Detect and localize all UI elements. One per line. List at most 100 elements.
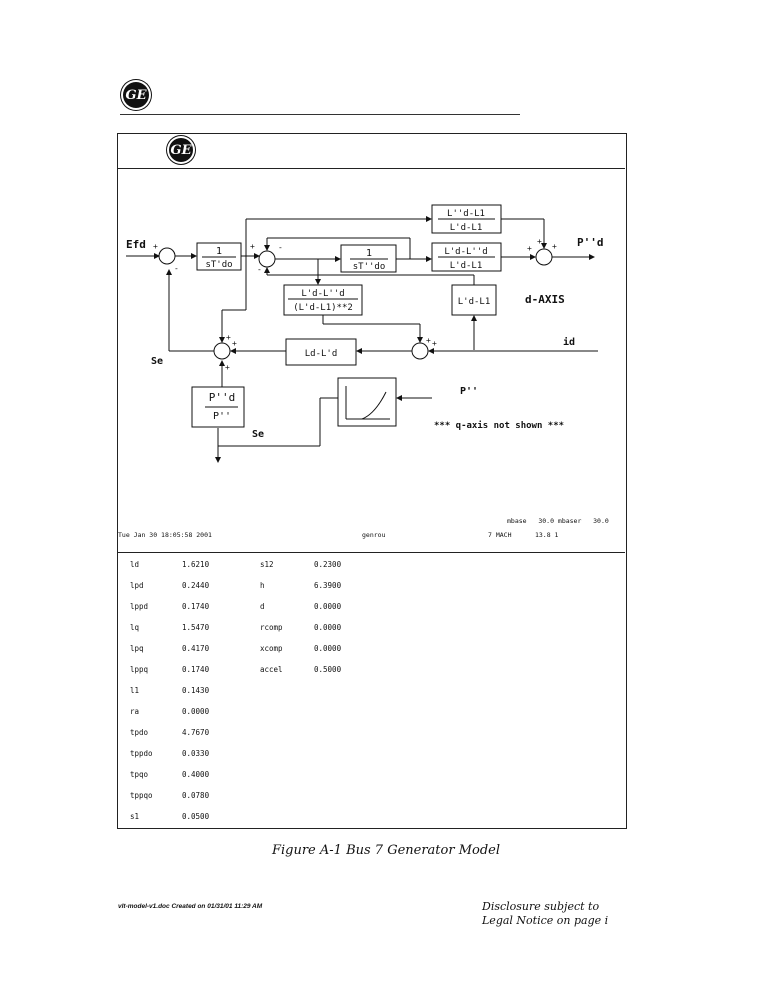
- model-name: genrou: [362, 531, 386, 539]
- legal-notice: Disclosure subject to Legal Notice on pa…: [482, 900, 608, 928]
- label-out: P''d: [577, 236, 604, 249]
- block-ld-lpd: [285, 338, 357, 366]
- block-gain-low-num: L'd-L''d: [301, 289, 344, 299]
- mbase-block: mbase 30.0 mbaser 30.0: [507, 517, 609, 525]
- param-value: 1.6210: [182, 560, 210, 569]
- svg-text:+: +: [226, 333, 231, 342]
- param-name: lppq: [130, 665, 149, 674]
- param-value: 0.2440: [182, 581, 210, 590]
- mbaser-value: 30.0: [593, 517, 609, 525]
- param-value: 0.4170: [182, 644, 210, 653]
- svg-text:-: -: [257, 265, 262, 274]
- param-name: s1: [130, 812, 140, 821]
- param-value: 0.1430: [182, 686, 210, 695]
- block-tdo-num: 1: [216, 246, 222, 257]
- label-se-left: Se: [151, 356, 163, 367]
- svg-text:+: +: [225, 363, 230, 372]
- param-name: lq: [130, 623, 140, 632]
- param-value: 0.0000: [314, 644, 342, 653]
- param-value: 0.0000: [314, 623, 342, 632]
- block-gain-top-num: L''d-L1: [447, 209, 485, 219]
- svg-text:+: +: [432, 339, 437, 348]
- param-name: h: [260, 581, 265, 590]
- param-value: 0.0500: [182, 812, 210, 821]
- legal-notice-line2: Legal Notice on page i: [482, 914, 609, 927]
- logo-text-small: GE: [170, 142, 192, 158]
- block-ratio-num: P''d: [209, 391, 236, 404]
- block-tppdo-num: 1: [366, 248, 372, 259]
- param-value: 0.0330: [182, 749, 210, 758]
- logo-text: GE: [125, 87, 147, 103]
- bus-label: 7 MACH: [488, 531, 512, 539]
- label-se-bottom: Se: [252, 429, 264, 440]
- param-value: 0.0780: [182, 791, 210, 800]
- block-gain-mid-den: L'd-L1: [450, 261, 483, 271]
- doc-file-info: vlt-model-v1.doc Created on 01/31/01 11:…: [118, 903, 263, 910]
- svg-text:+: +: [232, 339, 237, 348]
- param-value: 0.4000: [182, 770, 210, 779]
- svg-text:+: +: [153, 242, 158, 251]
- figure-caption: Figure A-1 Bus 7 Generator Model: [271, 843, 501, 858]
- block-gain-top-den: L'd-L1: [450, 223, 483, 233]
- sum-junction-4: [411, 342, 429, 360]
- svg-text:-: -: [278, 243, 283, 252]
- block-tdo-den: sT'do: [205, 260, 232, 270]
- param-name: ld: [130, 560, 140, 569]
- param-value: 4.7670: [182, 728, 210, 737]
- block-ld-lpd-label: Ld-L'd: [305, 349, 338, 359]
- timestamp: Tue Jan 30 18:05:58 2001: [118, 531, 212, 539]
- figure-frame: [117, 133, 627, 829]
- param-name: lppd: [130, 602, 149, 611]
- param-name: rcomp: [260, 623, 283, 632]
- parameter-table: ld 1.6210 lpd 0.2440 lppd 0.1740 lq 1.5470 lpq 0.…: [130, 560, 430, 825]
- param-value: 0.1740: [182, 602, 210, 611]
- block-ratio: [191, 386, 245, 428]
- param-name: d: [260, 602, 265, 611]
- param-value: 1.5470: [182, 623, 210, 632]
- svg-text:+: +: [552, 242, 557, 251]
- label-efd: Efd: [126, 238, 146, 251]
- block-lpd-l1-label: L'd-L1: [458, 297, 491, 307]
- param-name: accel: [260, 665, 283, 674]
- block-gain-low-den: (L'd-L1)**2: [293, 303, 353, 313]
- ge-logo: GE: [121, 80, 151, 110]
- param-name: l1: [130, 686, 140, 695]
- block-gain-mid-num: L'd-L''d: [444, 247, 487, 257]
- param-value: 0.1740: [182, 665, 210, 674]
- ge-logo-small: GE: [167, 136, 195, 164]
- param-name: tppqo: [130, 791, 153, 800]
- svg-text:+: +: [537, 237, 542, 246]
- param-value: 6.3900: [314, 581, 342, 590]
- sum-junction-1: [158, 247, 176, 265]
- label-d-axis: d-AXIS: [525, 293, 565, 306]
- svg-text:-: -: [174, 264, 179, 273]
- param-value: 0.2300: [314, 560, 342, 569]
- param-name: lpd: [130, 581, 144, 590]
- param-value: 0.5000: [314, 665, 342, 674]
- mbaser-label: mbaser: [557, 517, 582, 525]
- block-tppdo-den: sT''do: [353, 262, 386, 272]
- block-saturation: [337, 377, 397, 427]
- param-value: 0.0000: [314, 602, 342, 611]
- bus-value: 13.8 1: [534, 531, 559, 539]
- frame-table-divider: [117, 552, 625, 553]
- header-rule: [120, 114, 520, 115]
- param-name: lpq: [130, 644, 144, 653]
- label-note: *** q-axis not shown ***: [434, 420, 564, 431]
- param-name: xcomp: [260, 644, 283, 653]
- sum-junction-5: [213, 342, 231, 360]
- block-ratio-den: P'': [213, 411, 231, 422]
- svg-text:+: +: [250, 242, 255, 251]
- param-name: tpdo: [130, 728, 149, 737]
- label-p-in: P'': [460, 386, 478, 397]
- mbase-value: 30.0: [538, 517, 554, 525]
- frame-header-divider: [117, 168, 625, 169]
- svg-text:+: +: [527, 244, 532, 253]
- block-diagram: 1 sT'do 1 sT''do L''d-L1 L'd-L1 L'd-L''d…: [126, 204, 604, 463]
- label-id: id: [563, 336, 575, 348]
- bus-info: 7 MACH 13.8 1: [488, 531, 558, 539]
- param-name: tppdo: [130, 749, 153, 758]
- param-name: s12: [260, 560, 274, 569]
- svg-text:+: +: [426, 336, 431, 345]
- param-value: 0.0000: [182, 707, 210, 716]
